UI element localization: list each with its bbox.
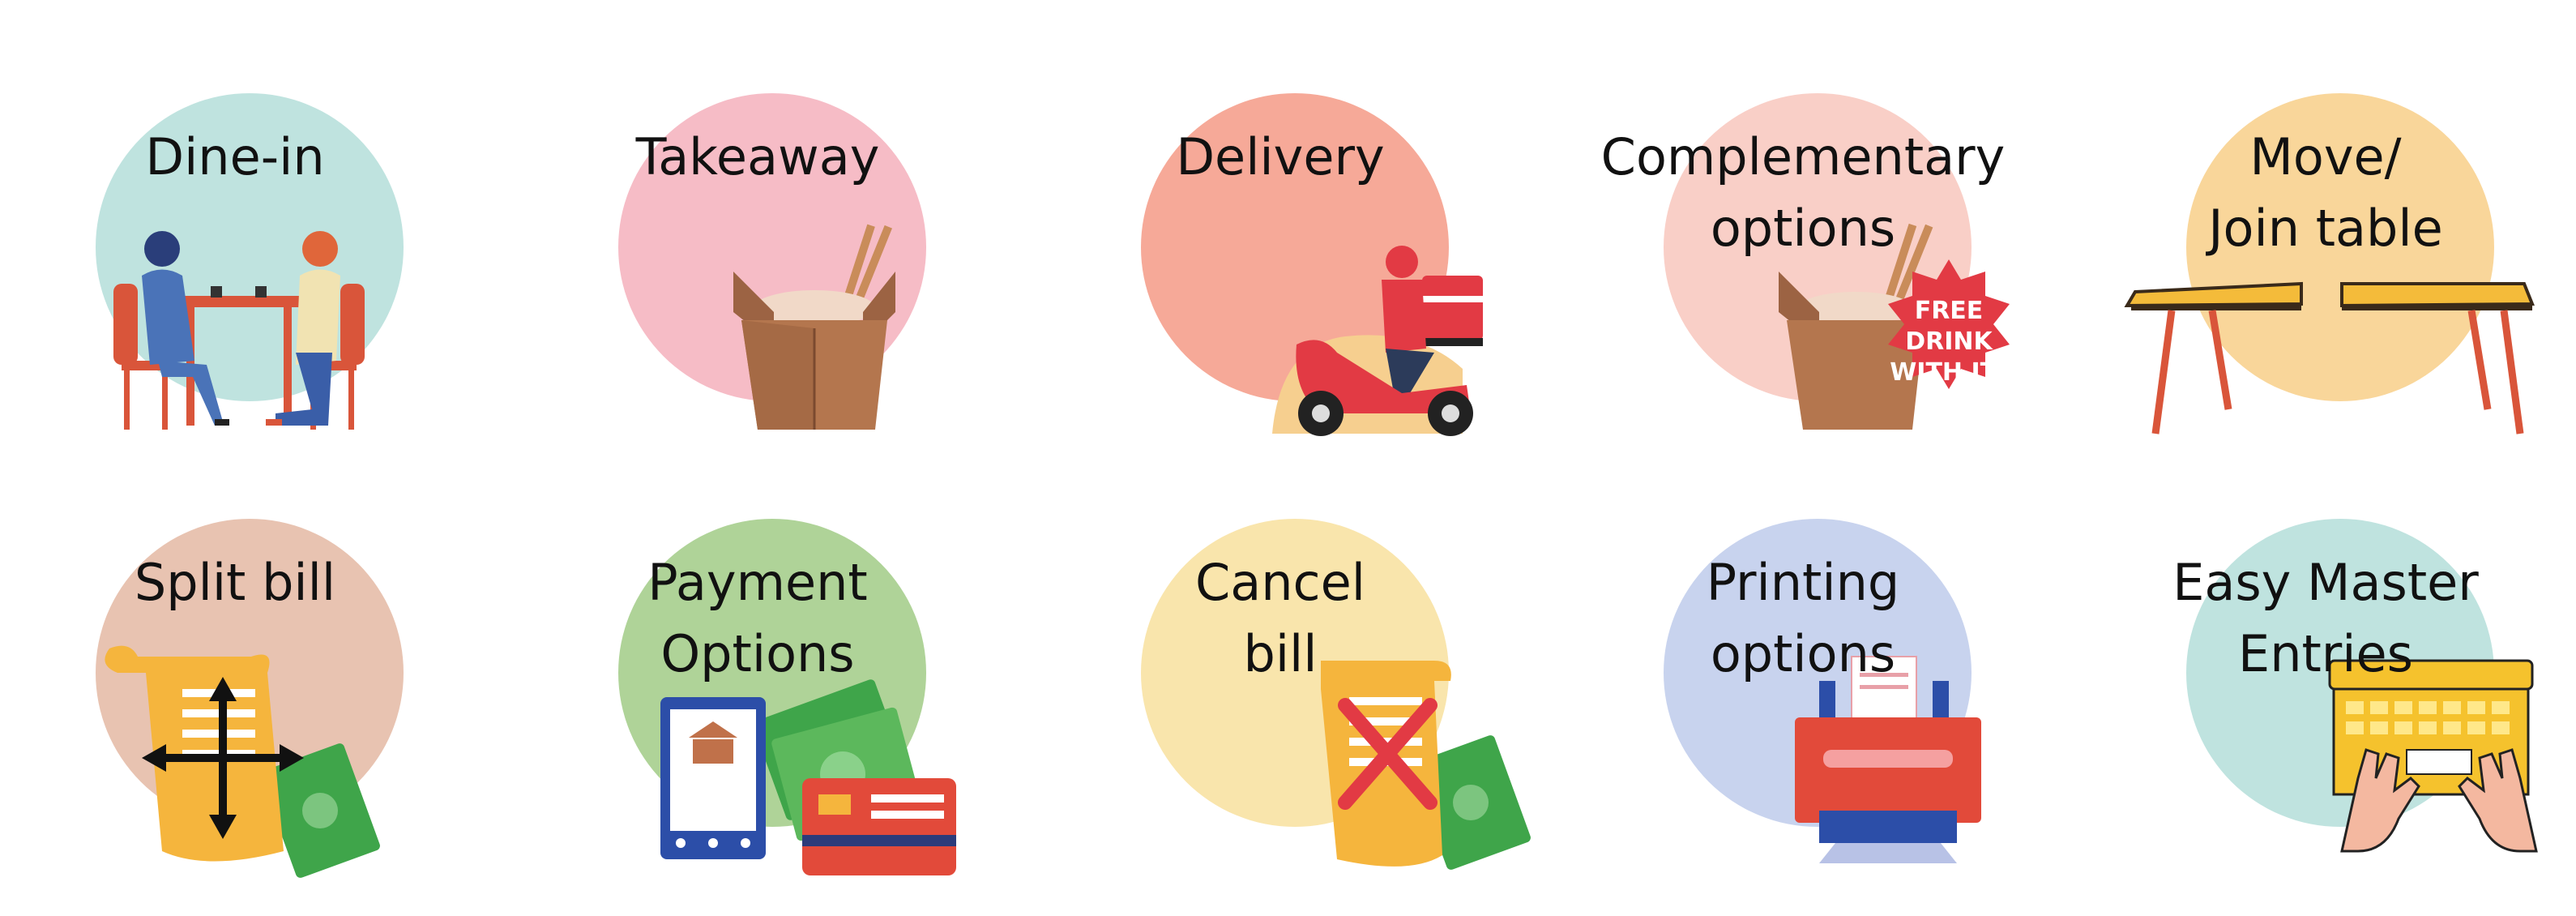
dine-in-people-icon: [113, 231, 365, 430]
takeaway-box-icon: [733, 224, 895, 430]
feature-complementary: Complementary options FREE DRINK WITH IT…: [1576, 4, 2030, 430]
feature-delivery: Delivery: [1053, 4, 1507, 436]
feature-label: Dine-in: [145, 127, 325, 186]
feature-cancel-bill: Cancel bill: [1053, 430, 1531, 870]
feature-label: Split bill: [134, 553, 336, 612]
feature-dine-in: Dine-in: [8, 4, 462, 430]
feature-label: Move/ Join table: [2208, 127, 2443, 258]
feature-split-bill: Split bill: [8, 430, 462, 878]
delivery-scooter-icon: [1272, 246, 1483, 436]
feature-takeaway: Takeaway: [531, 4, 985, 430]
feature-circle: [2186, 93, 2494, 401]
bill-split-arrows-icon: [105, 645, 380, 878]
feature-label: Cancel bill: [1194, 553, 1366, 683]
feature-label: Complementary options: [1600, 127, 2006, 258]
feature-payment-options: Payment Options: [531, 430, 985, 875]
cancel-bill-icon: [1321, 661, 1531, 870]
free-drink-badge-icon: [1779, 223, 2010, 430]
feature-label: Payment Options: [647, 553, 868, 683]
typing-keyboard-icon: [2328, 659, 2538, 853]
feature-label: Delivery: [1176, 127, 1385, 186]
feature-printing-options: Printing options: [1576, 430, 2030, 863]
payment-methods-icon: [660, 679, 956, 875]
feature-easy-master-entries: Easy Master Entries: [2099, 430, 2553, 853]
feature-label: Printing options: [1706, 553, 1900, 683]
free-drink-badge-text: FREE DRINK WITH IT!: [1890, 297, 2008, 387]
split-table-icon: [2124, 281, 2535, 434]
feature-label: Takeaway: [635, 127, 880, 186]
printer-icon: [1795, 656, 1981, 863]
feature-label: Easy Master Entries: [2172, 553, 2479, 683]
feature-move-join-table: Move/ Join table: [2099, 4, 2553, 434]
